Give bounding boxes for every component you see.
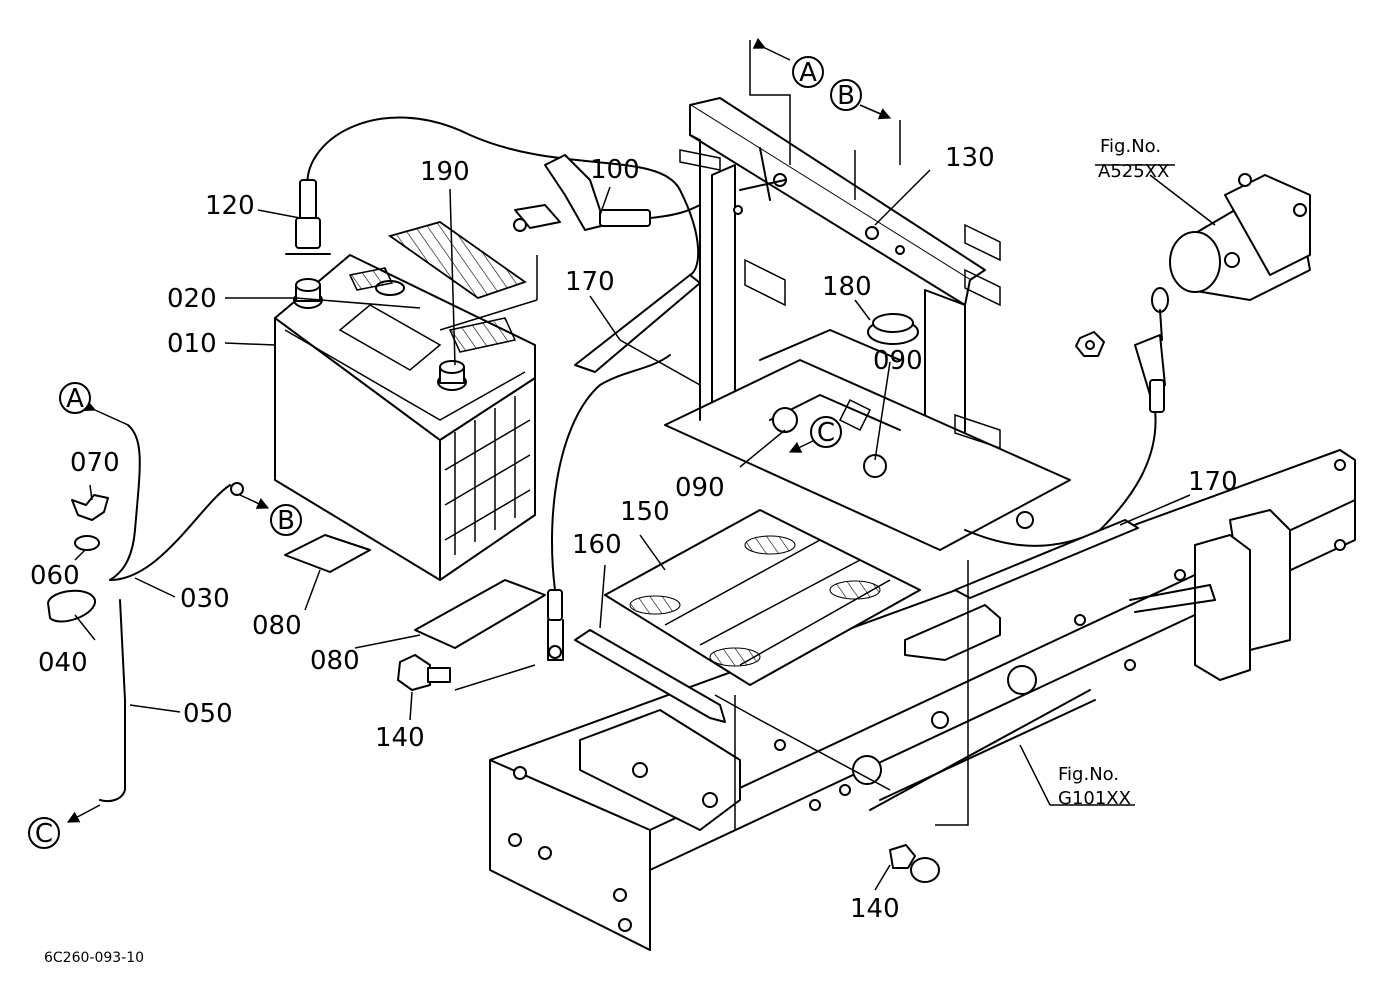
negative-cable — [306, 116, 700, 276]
label-090-a: 090 — [873, 346, 923, 376]
starter-cable — [964, 287, 1169, 547]
label-sticker-190 — [387, 221, 527, 299]
label-060: 060 — [30, 561, 80, 591]
label-140-b: 140 — [850, 894, 900, 924]
callout-c-left: C — [35, 819, 53, 849]
label-140-a: 140 — [375, 723, 425, 753]
label-080-b: 080 — [310, 646, 360, 676]
strip-160 — [574, 629, 726, 723]
label-030: 030 — [180, 584, 230, 614]
callout-c-center: C — [817, 418, 835, 448]
label-160: 160 — [572, 530, 622, 560]
bolt-140-b — [889, 844, 940, 883]
label-020: 020 — [167, 284, 217, 314]
callout-b-top: B — [837, 81, 855, 111]
label-050: 050 — [183, 699, 233, 729]
label-070: 070 — [70, 448, 120, 478]
plug-090-b — [863, 454, 887, 478]
frame — [489, 449, 1356, 951]
fig-ref-code-1: A525XX — [1098, 161, 1169, 182]
wing-nut-070 — [71, 494, 109, 521]
fig-ref-a525xx: Fig.No. A525XX — [1098, 136, 1169, 182]
rubber-cap-180 — [867, 313, 919, 345]
battery-bracket-130 — [664, 97, 1071, 551]
label-170-b: 170 — [1188, 467, 1238, 497]
label-100: 100 — [590, 155, 640, 185]
part-labels: 010 020 030 040 050 060 070 080 080 090 … — [30, 143, 1238, 924]
drawing-code: 6C260-093-10 — [44, 950, 144, 966]
pad-080-b — [414, 579, 546, 649]
starter-motor — [1169, 173, 1311, 301]
label-190: 190 — [420, 157, 470, 187]
label-040: 040 — [38, 648, 88, 678]
label-130: 130 — [945, 143, 995, 173]
tray-150 — [604, 509, 921, 686]
callout-a-left: A — [66, 384, 84, 414]
washer-060 — [74, 535, 100, 551]
label-170-a: 170 — [565, 267, 615, 297]
fig-ref-label-2: Fig.No. — [1058, 764, 1119, 785]
positive-cable-100 — [513, 154, 701, 232]
label-010: 010 — [167, 329, 217, 359]
fig-ref-g101xx: Fig.No. G101XX — [1058, 764, 1131, 809]
fig-ref-label-1: Fig.No. — [1100, 136, 1161, 157]
ground-cable — [547, 354, 671, 661]
sleeve-040 — [47, 589, 96, 623]
reference-lines — [454, 40, 969, 830]
battery — [274, 254, 536, 581]
callout-a-top: A — [799, 58, 817, 88]
callout-circles — [28, 56, 862, 849]
plug-090-a — [772, 407, 798, 433]
strip-170-left — [574, 274, 701, 373]
label-090-b: 090 — [675, 473, 725, 503]
fig-ref-code-2: G101XX — [1058, 788, 1131, 809]
leader-lines — [74, 164, 1216, 891]
hold-down-rods — [99, 424, 244, 803]
callout-arrows — [66, 37, 892, 823]
pad-080-a — [284, 534, 371, 573]
label-180: 180 — [822, 272, 872, 302]
cable-terminal-120 — [285, 179, 331, 255]
label-120: 120 — [205, 191, 255, 221]
label-080-a: 080 — [252, 611, 302, 641]
label-150: 150 — [620, 497, 670, 527]
bolt-140-a — [397, 654, 451, 691]
callout-b-left: B — [277, 506, 295, 536]
strip-170-right — [954, 519, 1139, 599]
